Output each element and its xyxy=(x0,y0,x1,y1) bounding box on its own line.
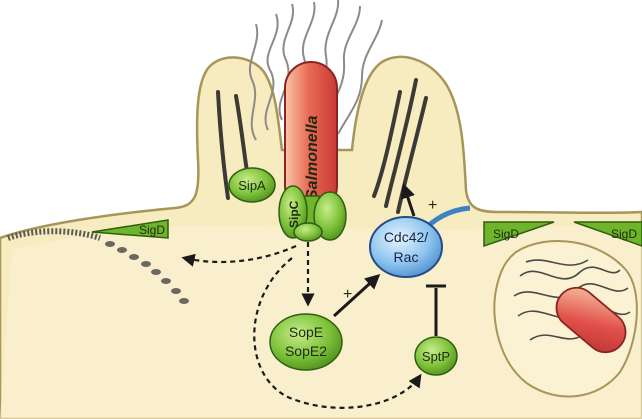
sope-effector: SopE SopE2 xyxy=(270,314,342,370)
sptp-label: SptP xyxy=(422,349,450,364)
actin-monomer xyxy=(161,278,171,284)
sipa-label: SipA xyxy=(238,178,266,193)
salmonella-containing-vacuole xyxy=(494,241,637,397)
activation-mark-upper: + xyxy=(428,197,437,214)
sptp-effector: SptP xyxy=(415,337,457,375)
activation-mark-lower: + xyxy=(343,286,352,303)
salmonella-label: Salmonella xyxy=(304,115,321,200)
cdc42-rac-gtpase: Cdc42/ Rac xyxy=(370,217,442,277)
sope-node xyxy=(270,314,342,370)
actin-monomer xyxy=(117,247,127,253)
actin-monomer xyxy=(151,269,161,275)
sigd-right-label-1: SigD xyxy=(493,227,519,241)
actin-monomer xyxy=(179,298,189,304)
sipc-label: SipC xyxy=(287,200,301,228)
sipa-effector: SipA xyxy=(229,168,275,202)
actin-monomer xyxy=(141,261,151,267)
sigd-right-label-2: SigD xyxy=(611,227,637,241)
sope2-label: SopE2 xyxy=(285,343,327,359)
cdc42-label: Cdc42/ xyxy=(384,229,428,245)
cdc42-rac-node xyxy=(370,217,442,277)
rac-label: Rac xyxy=(394,249,419,265)
actin-monomer xyxy=(171,288,181,294)
actin-monomer xyxy=(129,254,139,260)
sope-label: SopE xyxy=(289,324,323,340)
sigd-left-label: SigD xyxy=(139,223,165,237)
actin-monomer xyxy=(105,241,115,247)
